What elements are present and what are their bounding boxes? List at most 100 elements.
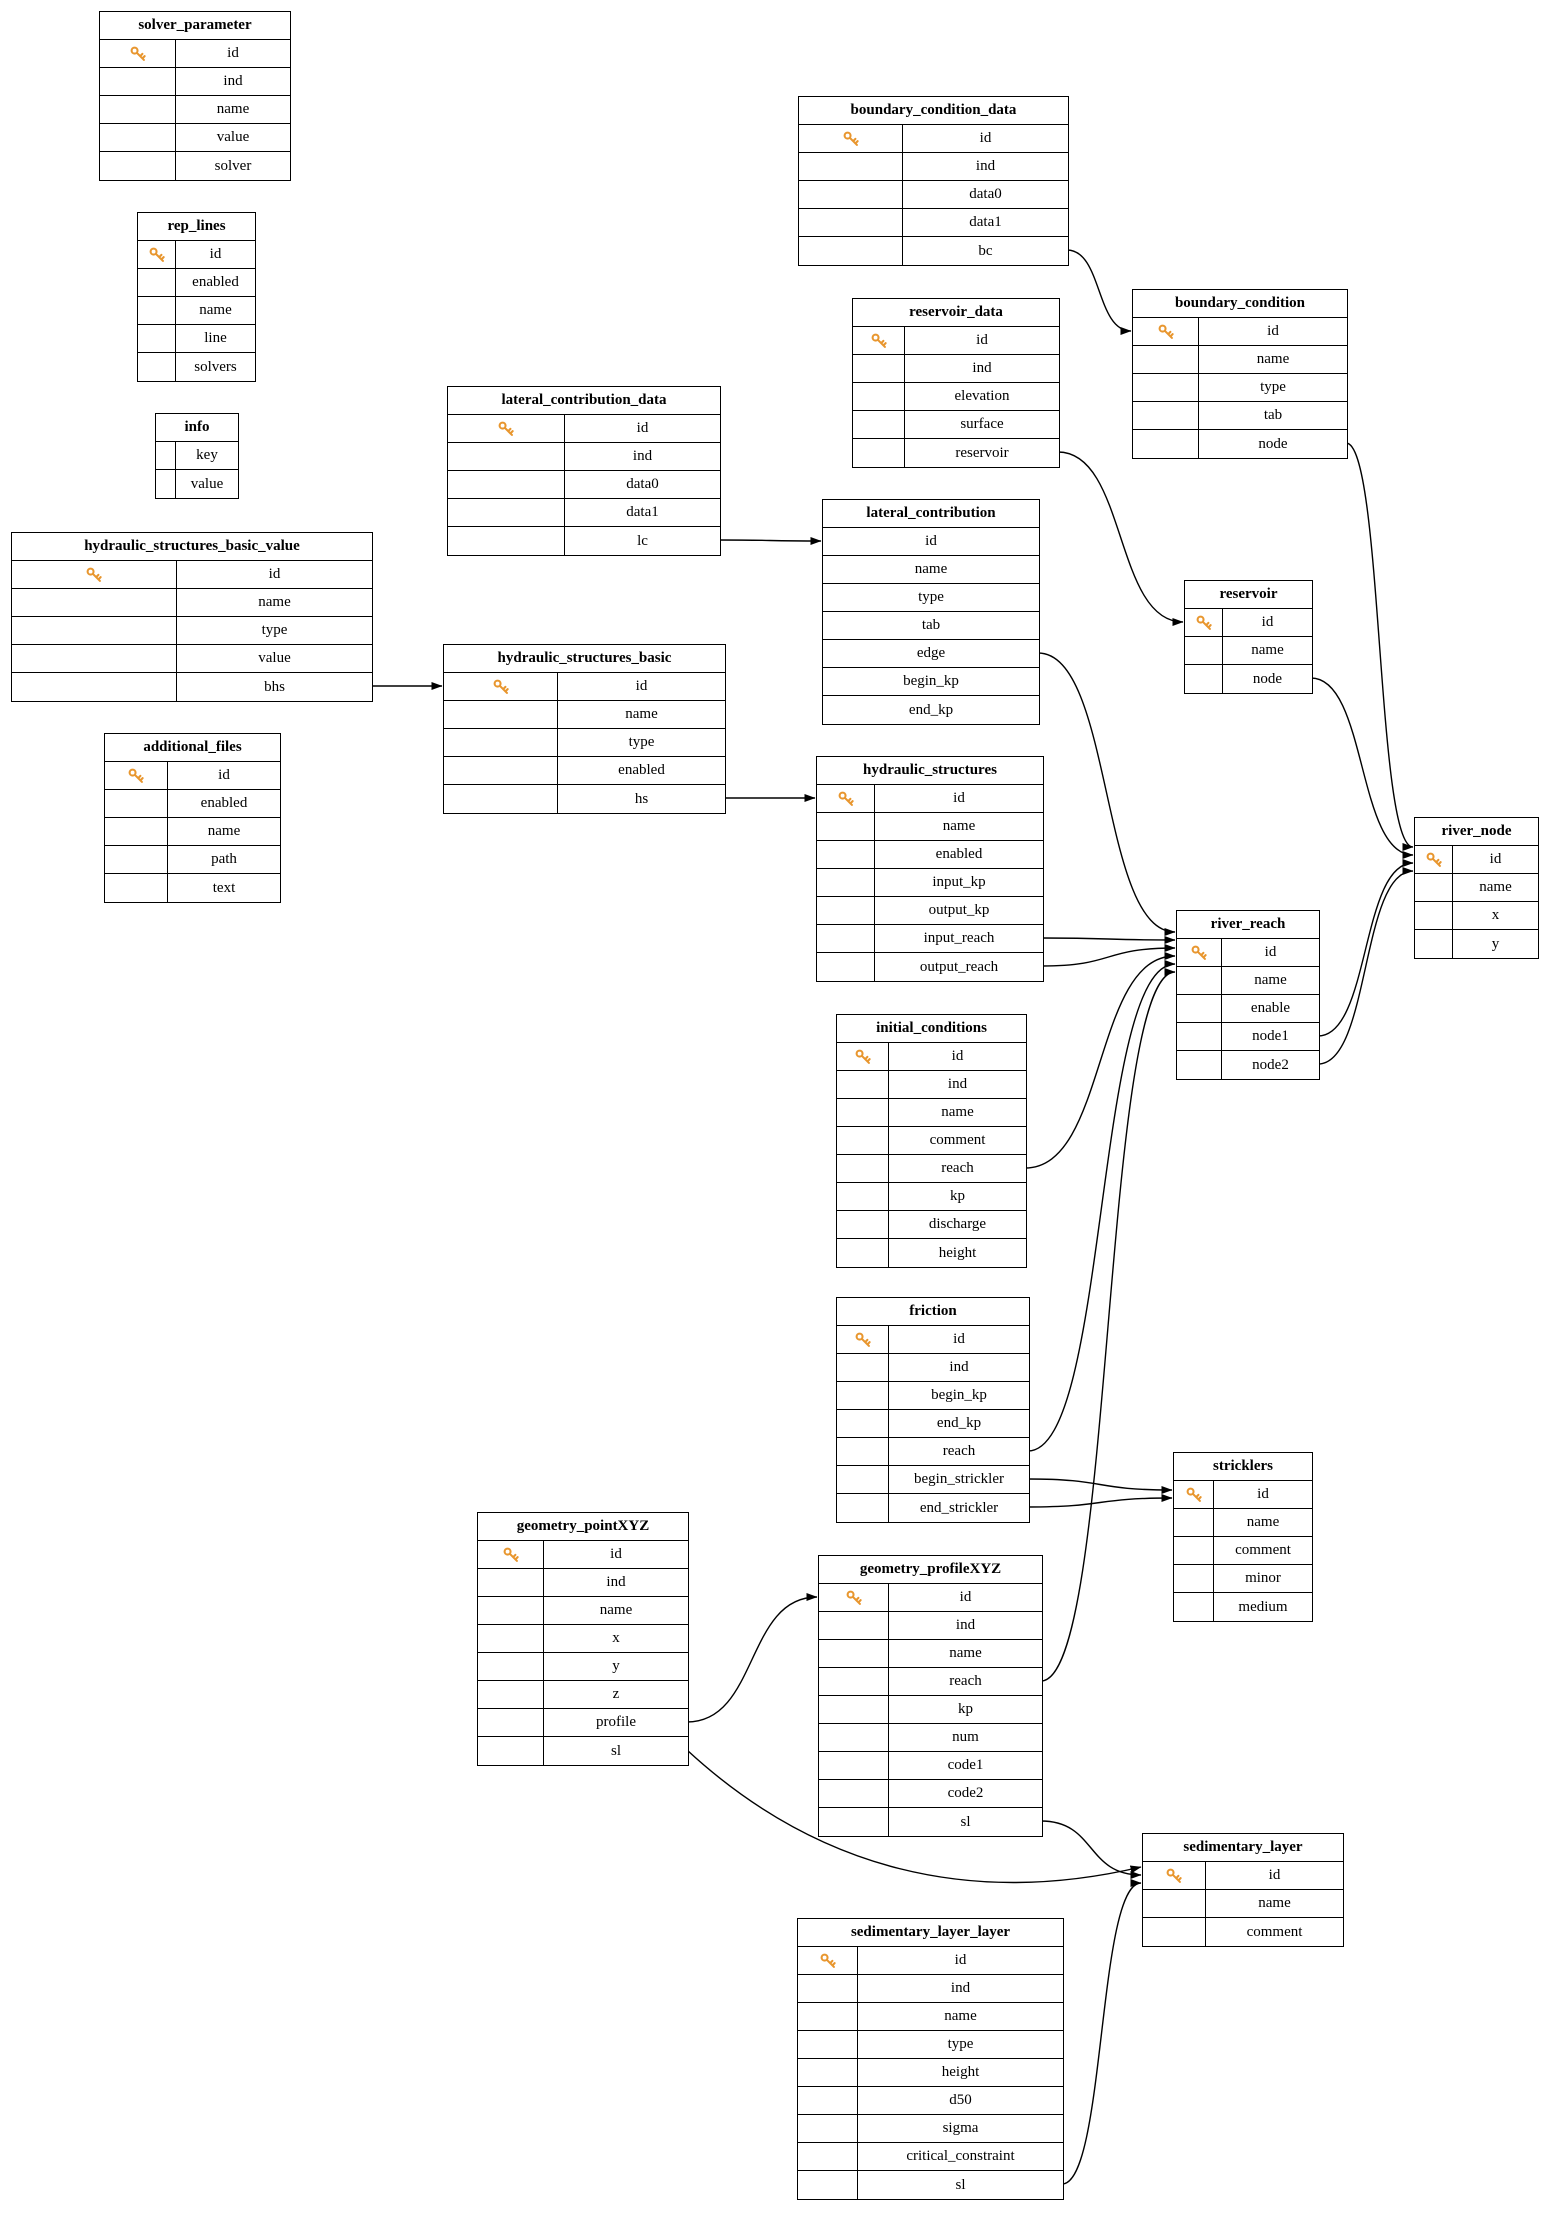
- field-row-info-value: value: [156, 470, 238, 498]
- key-spacer-cell: [448, 471, 565, 498]
- field-row-stricklers-comment: comment: [1174, 1537, 1312, 1565]
- field-row-hydraulic_structures_basic-id: id: [444, 673, 725, 701]
- field-name: id: [1268, 1867, 1281, 1883]
- key-spacer-cell: [478, 1625, 544, 1652]
- field-row-solver_parameter-ind: ind: [100, 68, 290, 96]
- field-row-hydraulic_structures_basic_value-bhs: bhs: [12, 673, 372, 701]
- field-name: id: [218, 767, 230, 783]
- field-row-hydraulic_structures_basic-enabled: enabled: [444, 757, 725, 785]
- field-row-hydraulic_structures_basic-type: type: [444, 729, 725, 757]
- field-name: id: [1489, 851, 1502, 867]
- key-spacer-cell: [105, 818, 168, 845]
- field-row-sedimentary_layer_layer-id: id: [798, 1947, 1063, 1975]
- field-name: data0: [969, 186, 1002, 202]
- field-row-river_reach-node1: node1: [1177, 1023, 1319, 1051]
- key-spacer-cell: [1415, 874, 1453, 901]
- field-name: ind: [975, 158, 996, 174]
- field-name: d50: [949, 2092, 972, 2108]
- field-row-river_reach-id: id: [1177, 939, 1319, 967]
- table-title-geometry_pointXYZ: geometry_pointXYZ: [478, 1513, 688, 1541]
- key-spacer-cell: [105, 846, 168, 873]
- field-row-river_reach-name: name: [1177, 967, 1319, 995]
- field-name: reservoir: [955, 444, 1009, 461]
- table-title-hydraulic_structures: hydraulic_structures: [817, 757, 1043, 785]
- field-row-river_node-y: y: [1415, 930, 1538, 958]
- key-spacer-cell: [817, 897, 875, 924]
- field-name: ind: [972, 360, 992, 376]
- field-name: sl: [960, 1813, 971, 1830]
- field-row-geometry_profileXYZ-ind: ind: [819, 1612, 1042, 1640]
- field-row-additional_files-path: path: [105, 846, 280, 874]
- primary-key-cell: [853, 327, 905, 354]
- key-spacer-cell: [138, 353, 176, 381]
- key-spacer-cell: [100, 124, 176, 151]
- field-name: tab: [1263, 407, 1283, 423]
- field-row-geometry_profileXYZ-code1: code1: [819, 1752, 1042, 1780]
- key-spacer-cell: [819, 1724, 889, 1751]
- key-spacer-cell: [798, 2087, 858, 2114]
- field-name: id: [976, 332, 988, 348]
- key-spacer-cell: [799, 153, 903, 180]
- field-name: type: [261, 622, 288, 638]
- table-title-solver_parameter: solver_parameter: [100, 12, 290, 40]
- field-row-river_reach-enable: enable: [1177, 995, 1319, 1023]
- field-row-boundary_condition_data-data1: data1: [799, 209, 1068, 237]
- key-spacer-cell: [105, 790, 168, 817]
- key-spacer-cell: [819, 1752, 889, 1779]
- field-name: id: [1267, 323, 1279, 339]
- key-spacer-cell: [1415, 902, 1453, 929]
- field-name: sl: [955, 2176, 966, 2193]
- key-spacer-cell: [1133, 346, 1199, 373]
- field-name: ind: [949, 1359, 969, 1375]
- field-name: reach: [942, 1443, 976, 1459]
- field-name: id: [959, 1589, 972, 1605]
- field-row-friction-id: id: [837, 1326, 1029, 1354]
- key-spacer-cell: [853, 383, 905, 410]
- primary-key-icon: [86, 567, 102, 582]
- field-name: line: [204, 330, 227, 346]
- field-row-lateral_contribution_data-ind: ind: [448, 443, 720, 471]
- field-row-reservoir-name: name: [1185, 637, 1312, 665]
- field-row-initial_conditions-kp: kp: [837, 1183, 1026, 1211]
- field-row-geometry_profileXYZ-name: name: [819, 1640, 1042, 1668]
- primary-key-cell: [105, 762, 168, 789]
- field-row-friction-begin_strickler: begin_strickler: [837, 1466, 1029, 1494]
- primary-key-icon: [1426, 852, 1442, 867]
- field-name: value: [190, 475, 224, 492]
- primary-key-icon: [498, 421, 514, 436]
- field-name: elevation: [954, 388, 1010, 404]
- key-spacer-cell: [837, 1494, 889, 1522]
- field-row-hydraulic_structures-enabled: enabled: [817, 841, 1043, 869]
- field-name: id: [1257, 1486, 1269, 1502]
- field-name: comment: [1246, 1923, 1303, 1940]
- field-row-info-key: key: [156, 442, 238, 470]
- primary-key-cell: [478, 1541, 544, 1568]
- field-name: sigma: [942, 2120, 979, 2136]
- field-name: profile: [596, 1714, 636, 1730]
- field-name: value: [258, 650, 291, 666]
- primary-key-icon: [846, 1590, 862, 1605]
- field-name: enable: [1250, 1000, 1291, 1016]
- field-row-additional_files-id: id: [105, 762, 280, 790]
- key-spacer-cell: [837, 1211, 889, 1238]
- key-spacer-cell: [1143, 1918, 1206, 1946]
- field-name: id: [227, 45, 239, 61]
- table-title-boundary_condition: boundary_condition: [1133, 290, 1347, 318]
- primary-key-cell: [138, 241, 176, 268]
- field-row-initial_conditions-height: height: [837, 1239, 1026, 1267]
- field-row-hydraulic_structures-output_kp: output_kp: [817, 897, 1043, 925]
- table-title-friction: friction: [837, 1298, 1029, 1326]
- field-name: name: [207, 823, 241, 839]
- field-row-stricklers-id: id: [1174, 1481, 1312, 1509]
- key-spacer-cell: [1174, 1593, 1214, 1621]
- field-row-geometry_profileXYZ-code2: code2: [819, 1780, 1042, 1808]
- key-spacer-cell: [837, 1183, 889, 1210]
- field-name: ind: [632, 448, 653, 464]
- field-name: surface: [960, 416, 1004, 432]
